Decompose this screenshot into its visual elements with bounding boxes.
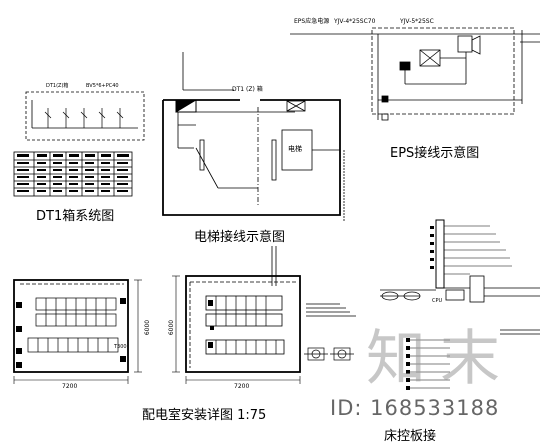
eps-wiring-diagram [290, 27, 540, 121]
dt1-cable-label: BV5*6+PC40 [86, 83, 119, 89]
t300-label: T300 [114, 344, 127, 350]
room-plan-right [172, 246, 356, 384]
bed-caption: 床控板接 [384, 429, 437, 444]
cpu-label: CPU [432, 298, 443, 304]
eps-mid-cable-label: YJV-5*25SC [400, 18, 434, 25]
elevator-wiring-diagram [162, 52, 345, 222]
dt1-system-diagram [13, 91, 145, 197]
room-plan-left [13, 279, 142, 384]
bed-control-board-diagram [380, 219, 540, 390]
room-left-width: 7200 [62, 383, 78, 390]
elevator-caption: 电梯接线示意图 [194, 230, 286, 245]
eps-cable-label: YJV-4*25SC70 [334, 18, 376, 25]
room-right-depth: 6000 [168, 319, 176, 336]
room-right-width: 7200 [234, 383, 250, 390]
dt1-box-label: DT1(Z)箱 [46, 83, 69, 89]
watermark-id: ID: 168533188 [330, 396, 500, 420]
elevator-box-label: DT1 (Z) 箱 [232, 86, 263, 93]
eps-caption: EPS接线示意图 [390, 146, 480, 161]
elevator-machine-label: 电梯 [288, 145, 302, 153]
eps-source-label: EPS应急电源 [294, 18, 330, 25]
watermark-site: 知末 [366, 324, 514, 394]
room-left-depth: 6000 [144, 319, 152, 336]
dt1-caption: DT1箱系统图 [36, 209, 115, 224]
room-caption: 配电室安装详图 1:75 [142, 408, 267, 423]
